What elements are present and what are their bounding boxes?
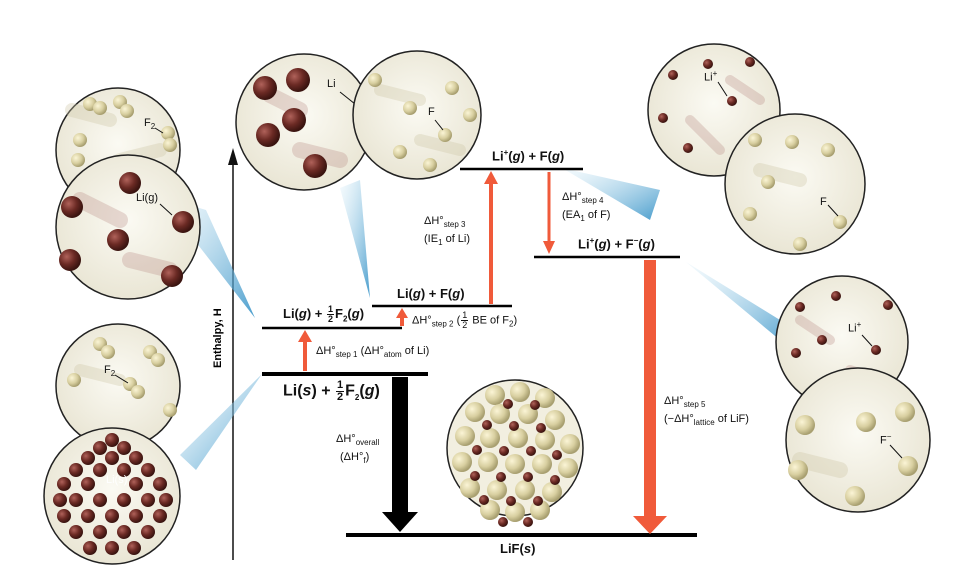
pointer-cones (160, 168, 792, 470)
enthalpy-arrows (298, 171, 667, 534)
enthalpy-axis (228, 148, 238, 560)
label-f-top: F (428, 106, 435, 118)
level-product-label: LiF(s) (500, 541, 536, 556)
lif-crystal (446, 379, 584, 527)
label-f-ion: F− (880, 432, 892, 447)
label-li-ion-right: Li+ (848, 320, 862, 335)
level-step2-label: Li(g) + F(g) (397, 286, 465, 301)
label-f2-top: F2 (144, 117, 156, 132)
step5-label: ΔH°step 5 (−ΔH°lattice of LiF) (664, 395, 749, 428)
circle-f-top (352, 50, 482, 180)
step4-label: ΔH°step 4 (EA1 of F) (562, 191, 611, 224)
circle-f-right (724, 113, 866, 255)
circle-f2-bottom (55, 323, 181, 449)
label-f-right: F (820, 196, 827, 208)
label-li-ion-top: Li+ (704, 69, 718, 84)
circle-li-solid (43, 427, 181, 565)
overall-label: ΔH°overall (ΔH°f) (336, 433, 380, 466)
label-li-top: Li (327, 78, 336, 90)
step3-label: ΔH°step 3 (IE1 of Li) (424, 215, 471, 248)
circle-li-top (235, 53, 377, 191)
step1-label: ΔH°step 1 (ΔH°atom of Li) (316, 345, 430, 360)
label-li-solid: Li(s) (106, 474, 128, 486)
label-li-gas: Li(g) (136, 192, 159, 204)
energy-levels (262, 167, 697, 537)
level-step4-label: Li+(g) + F−(g) (578, 236, 655, 252)
circle-f-ion (785, 367, 931, 513)
label-f2-bottom: F2 (104, 364, 116, 379)
circle-li-gas (55, 154, 201, 300)
level-step3-label: Li+(g) + F(g) (492, 148, 565, 164)
enthalpy-axis-label: Enthalpy, H (212, 308, 224, 368)
